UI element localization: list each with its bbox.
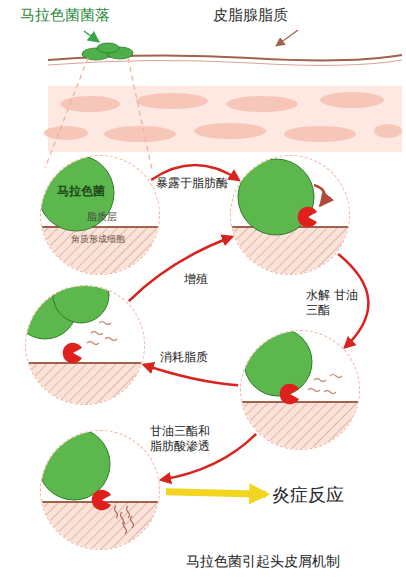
process-arrow (166, 492, 266, 495)
cell-layer (240, 402, 360, 452)
lipase (280, 384, 299, 405)
zoom-line (128, 58, 152, 170)
penetrating-lipids (115, 506, 134, 534)
fragment (105, 338, 117, 341)
hatching (40, 227, 160, 277)
fragment (131, 516, 134, 528)
cell (136, 93, 208, 109)
zoom-circle (240, 330, 360, 450)
cell (104, 126, 176, 142)
cell (320, 92, 384, 108)
cell (194, 123, 266, 139)
zoom-content (38, 428, 160, 552)
zoom-circle (25, 285, 145, 405)
cell (226, 96, 298, 112)
hatching (240, 402, 360, 452)
cell (44, 126, 88, 140)
fragment (124, 522, 127, 534)
zoom-content (230, 159, 350, 277)
part-label: 角质形成细胞 (71, 234, 125, 245)
part-label: 马拉色菌 (57, 184, 105, 199)
zoom-circle: 马拉色菌脂质层角质形成细胞 (40, 155, 160, 275)
zoom-circle (40, 430, 160, 550)
step-label: 消耗脂质 (160, 350, 224, 365)
scalp-section (44, 30, 402, 170)
fungus (38, 428, 110, 500)
process-arrow (129, 237, 232, 301)
epidermis-band (48, 86, 402, 152)
outcome-label: 炎症反应 (272, 484, 344, 507)
zoom-illustration (240, 328, 360, 452)
fragment (314, 379, 326, 382)
zoom-content (38, 155, 160, 277)
secretion-arrow (314, 185, 325, 206)
lipase (92, 490, 111, 511)
zoom-illustration (38, 428, 160, 552)
cell (374, 124, 402, 138)
cell (284, 126, 356, 142)
lipid-layer (240, 401, 360, 403)
step-label: 暴露于脂肪酶 (156, 176, 246, 191)
fragment (308, 389, 320, 392)
lipase (298, 207, 317, 228)
pointer-arrow (276, 30, 298, 46)
cells (44, 92, 402, 142)
step-label: 增殖 (184, 272, 224, 287)
fragment (324, 391, 336, 394)
outcome-text-node: 炎症反应 (272, 484, 344, 507)
hatching (230, 227, 350, 277)
lipase (63, 343, 82, 364)
fungus (53, 267, 109, 323)
fragment (91, 332, 103, 335)
cell-layer (25, 363, 145, 413)
hatching (25, 363, 145, 413)
lipid-fragments (87, 322, 117, 345)
part-label: 脂质层 (87, 211, 117, 224)
colony-blob (97, 43, 119, 53)
step-label: 甘油三酯和 脂肪酸渗透 (150, 424, 216, 454)
zoom-illustration (13, 267, 145, 413)
fragment (87, 342, 99, 345)
fragment (330, 375, 342, 378)
fragment (115, 506, 118, 518)
lipid-layer (25, 362, 145, 364)
cell-layer (40, 227, 160, 277)
colony (82, 43, 133, 60)
cell (60, 96, 120, 112)
part-name: 皮脂腺脂质 (213, 6, 288, 25)
zoom-line (45, 58, 88, 168)
fragment (121, 512, 124, 524)
lipid-fragments (308, 375, 342, 394)
cell-layer (230, 227, 350, 277)
fragment (127, 506, 130, 518)
skin-line (48, 60, 402, 65)
zoom-content (240, 328, 360, 452)
zoom-circle (230, 155, 350, 275)
fungus (244, 328, 312, 396)
process-arrow (144, 365, 238, 386)
zoom-illustration (230, 159, 350, 277)
pointer-arrow (84, 31, 99, 42)
step-label: 水解 甘油三酯 (306, 288, 358, 318)
zoom-content (13, 267, 145, 413)
zoom-illustration (38, 155, 160, 277)
fragment (99, 322, 111, 325)
part-name: 马拉色菌菌落 (20, 6, 110, 25)
figure-caption: 马拉色菌引起头皮屑机制 (186, 553, 340, 571)
